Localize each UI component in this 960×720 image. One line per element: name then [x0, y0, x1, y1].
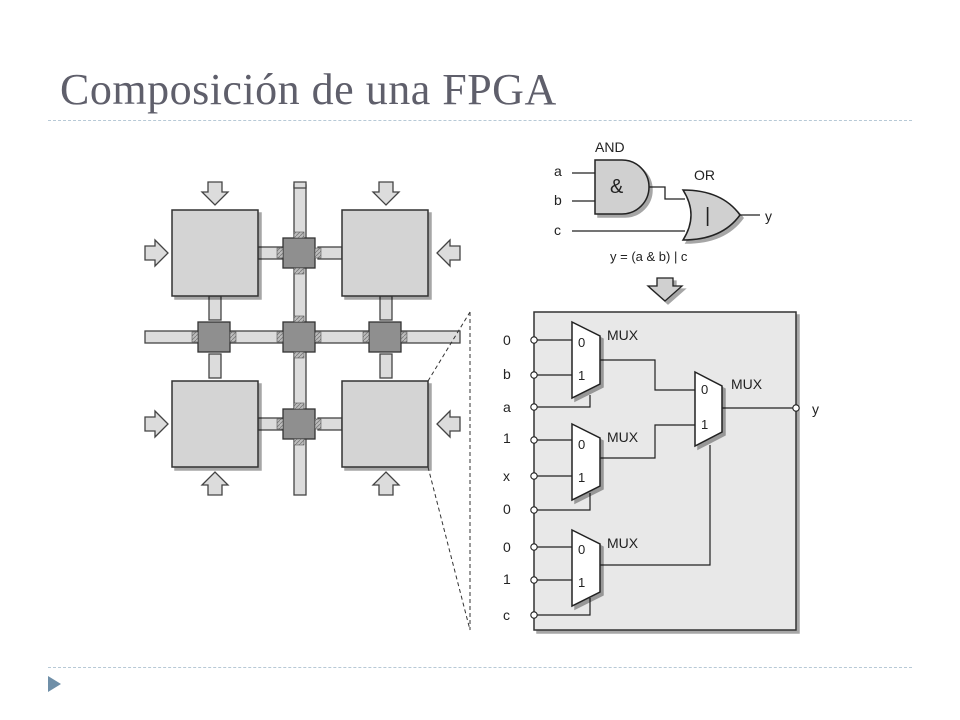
- logic-block: [341, 380, 429, 468]
- mux-input-label: 1: [503, 430, 511, 446]
- mux-sel-1: 1: [578, 470, 585, 485]
- slide-title: Composición de una FPGA: [60, 65, 557, 114]
- mux-sel-1: 1: [578, 368, 585, 383]
- mux-label: MUX: [607, 535, 639, 551]
- mux-input-label: 1: [503, 571, 511, 587]
- switch-box: [282, 321, 316, 353]
- mux-label: MUX: [731, 376, 763, 392]
- and-gate-label: AND: [595, 139, 625, 155]
- fpga-grid: [144, 181, 461, 496]
- or-gate-symbol: |: [705, 205, 710, 227]
- mux-output-label: y: [812, 401, 819, 417]
- equation-label: y = (a & b) | c: [610, 249, 688, 264]
- mux-input-label: c: [503, 607, 510, 623]
- mux-input-label: 0: [503, 501, 511, 517]
- logic-blocks: [171, 209, 429, 468]
- mux-label: MUX: [607, 429, 639, 445]
- and-gate-symbol: &: [610, 176, 624, 198]
- switch-box: [282, 408, 316, 440]
- switch-box: [368, 321, 402, 353]
- mux-sel-1: 1: [578, 575, 585, 590]
- mux-input-label: b: [503, 366, 511, 382]
- mux-input-label: 0: [503, 539, 511, 555]
- or-gate: [681, 189, 741, 241]
- title-divider: [48, 120, 912, 121]
- or-gate-label: OR: [694, 167, 715, 183]
- mux-sel-1: 1: [701, 417, 708, 432]
- logic-block: [171, 380, 259, 468]
- mux-input-label: a: [503, 399, 511, 415]
- mux-3: [571, 528, 601, 608]
- mux-1: [571, 320, 601, 400]
- mux-input-label: 0: [503, 332, 511, 348]
- mux-2: [571, 422, 601, 502]
- and-gate: [594, 159, 650, 215]
- zoom-lines: [427, 311, 471, 631]
- switch-box: [282, 237, 316, 269]
- mux-sel-0: 0: [701, 382, 708, 397]
- mux-sel-0: 0: [578, 542, 585, 557]
- logic-gate-diagram: AND OR a b c & | y y = (a & b) | c: [554, 139, 772, 302]
- logic-block: [341, 209, 429, 297]
- footer-divider: [48, 667, 912, 668]
- gate-output-label: y: [765, 208, 772, 224]
- input-a-label: a: [554, 163, 562, 179]
- input-c-label: c: [554, 222, 561, 238]
- logic-block: [171, 209, 259, 297]
- switch-box: [197, 321, 231, 353]
- mux-label: MUX: [607, 327, 639, 343]
- mux-sel-0: 0: [578, 437, 585, 452]
- input-b-label: b: [554, 192, 562, 208]
- bullet-arrow-icon: [48, 676, 61, 692]
- mux-sel-0: 0: [578, 335, 585, 350]
- down-arrow-icon: [646, 277, 684, 302]
- mux-detail: 0 b a 1 x 0 0 1 c: [503, 311, 819, 631]
- mux-final: [694, 370, 723, 448]
- mux-input-label: x: [503, 468, 510, 484]
